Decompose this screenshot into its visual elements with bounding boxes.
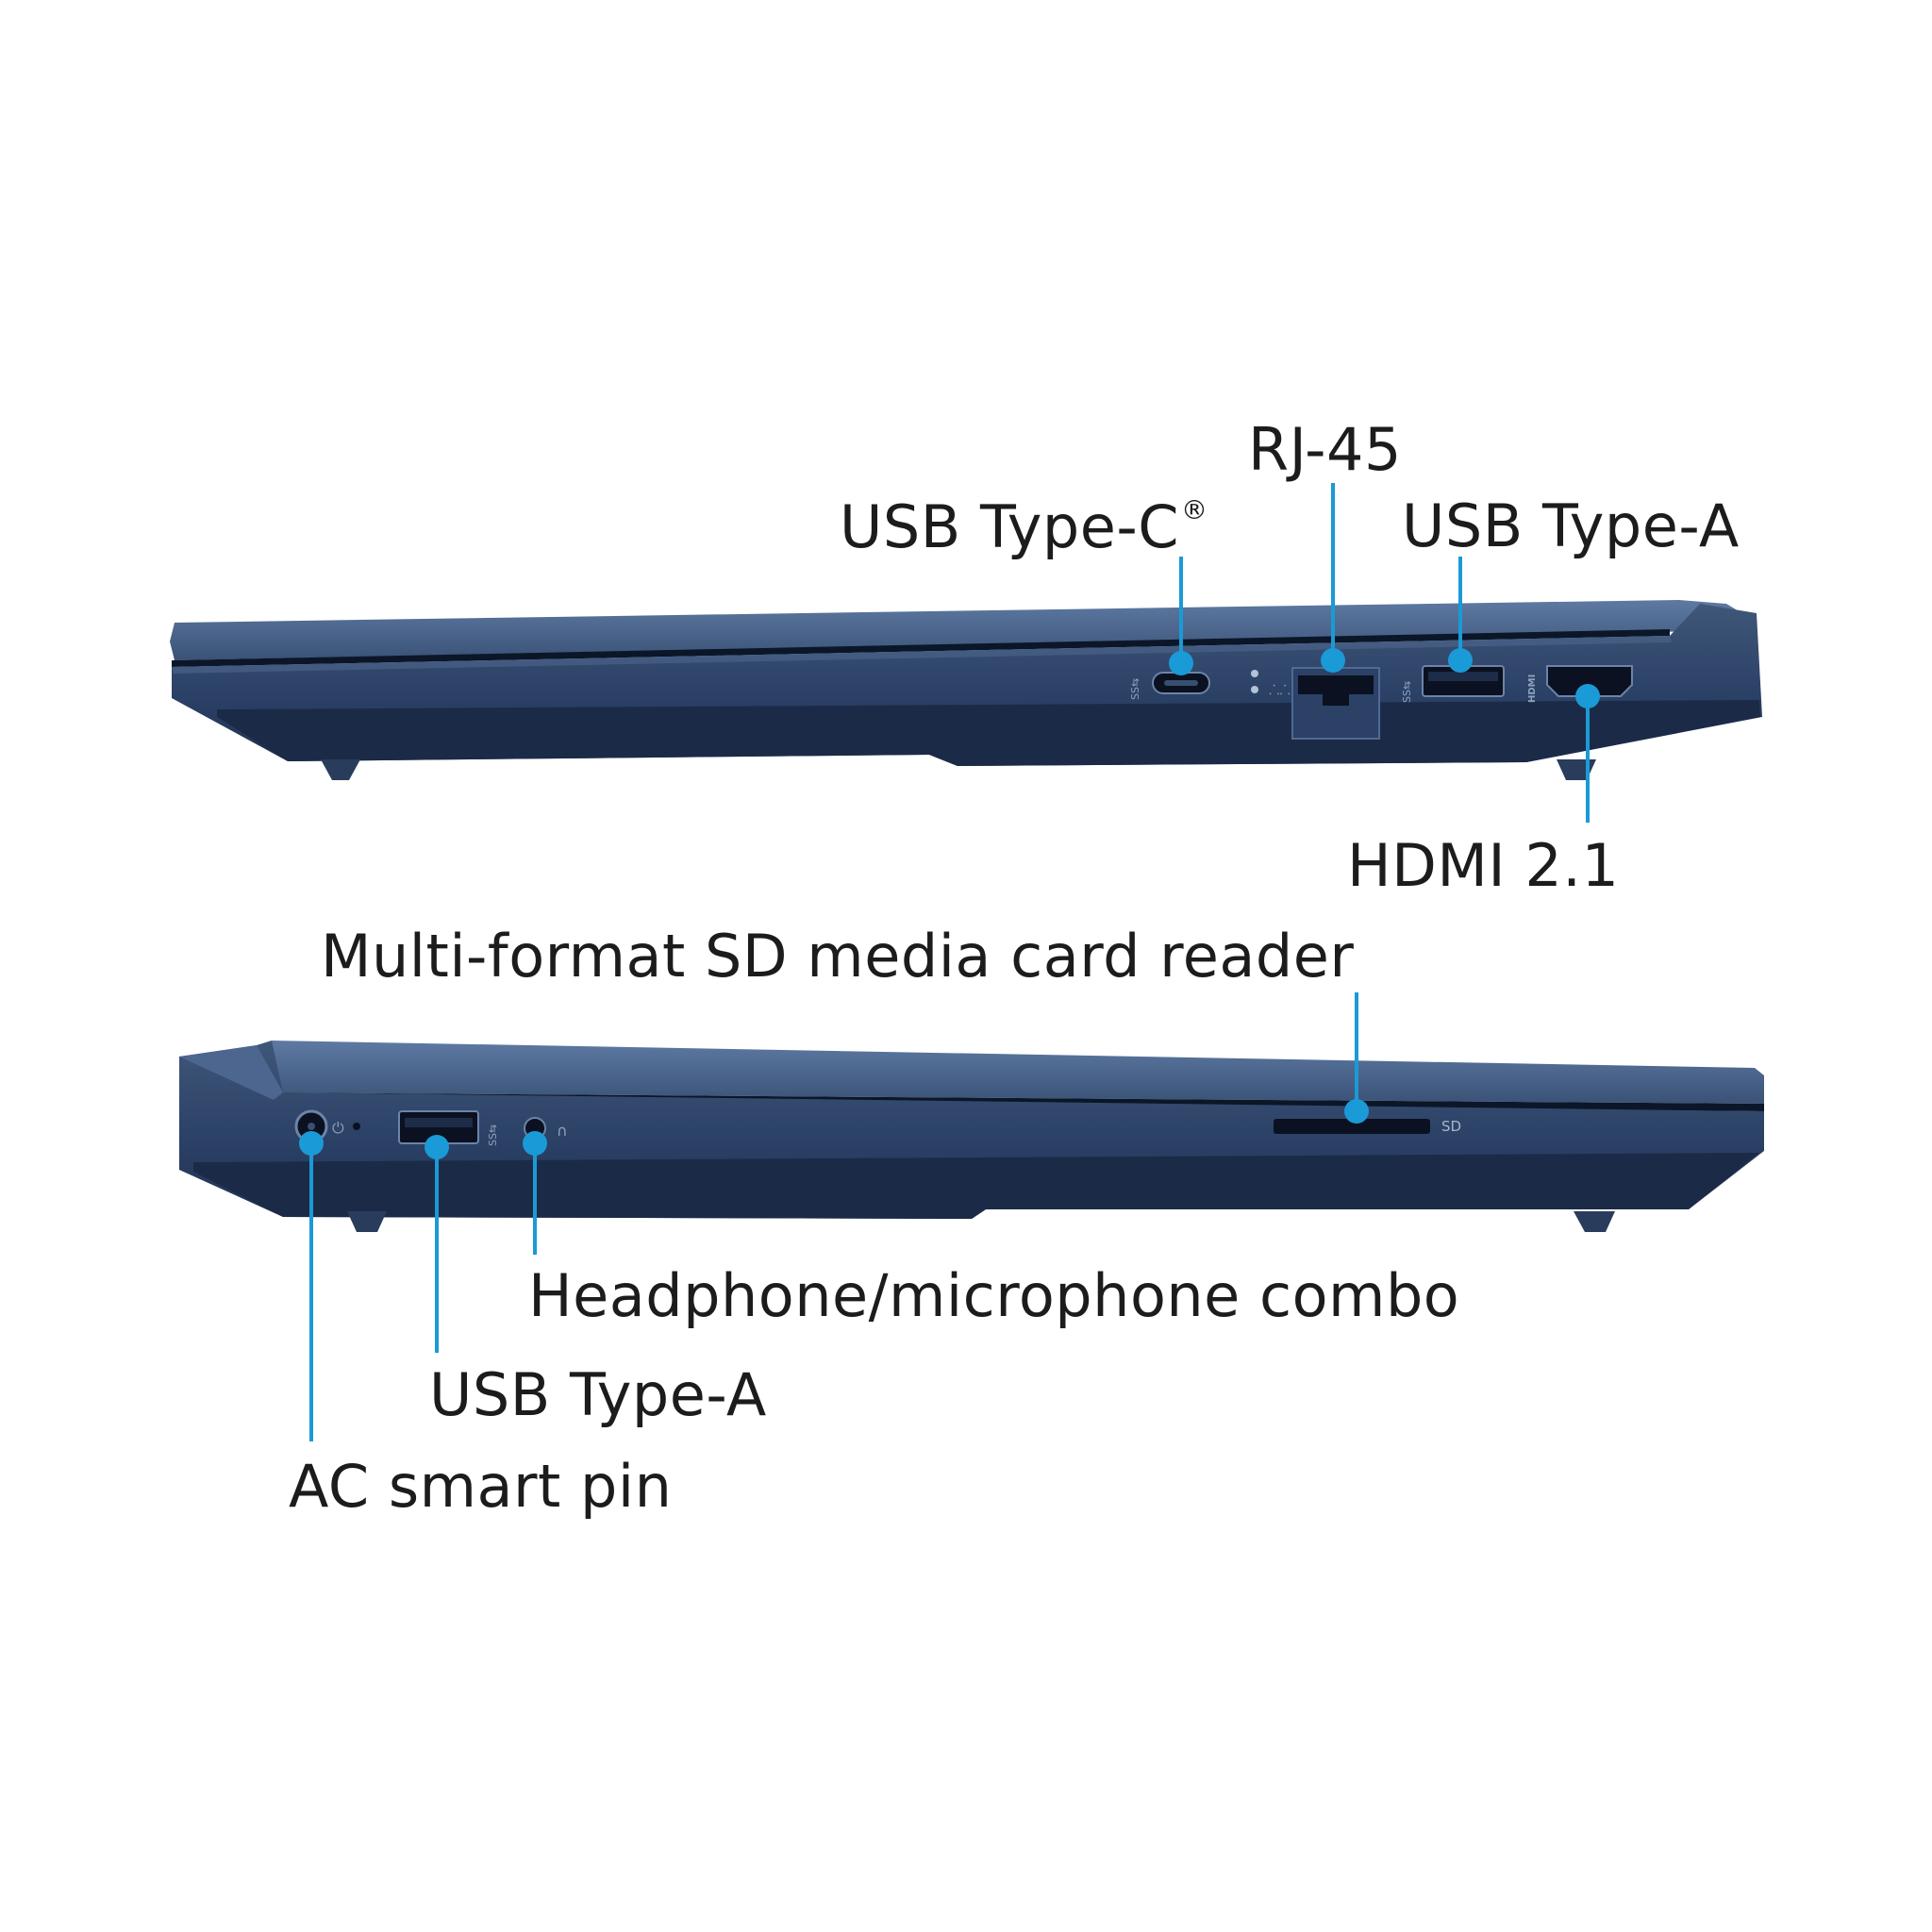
callout-usb-a-left <box>425 1135 449 1353</box>
hdmi-port <box>1546 665 1633 697</box>
sd-slot-marking: SD <box>1441 1118 1462 1135</box>
usb-c-port <box>1152 672 1210 694</box>
foot <box>1574 1211 1615 1232</box>
label-hdmi: HDMI 2.1 <box>1347 831 1620 900</box>
rj45-port <box>1291 667 1380 740</box>
registered-mark: ® <box>1181 494 1208 525</box>
foot <box>1557 759 1596 780</box>
label-usb-type-c: USB Type-C® <box>840 497 1208 557</box>
laptop-left-side <box>179 1041 1764 1232</box>
label-headphone-combo: Headphone/microphone combo <box>528 1261 1460 1330</box>
foot <box>321 759 360 780</box>
label-usb-type-a-right: USB Type-A <box>1402 491 1740 560</box>
svg-text:⏻: ⏻ <box>332 1119 344 1137</box>
laptop-lid <box>170 600 1750 660</box>
usb-a-port-left <box>398 1110 479 1144</box>
label-usb-type-a-left: USB Type-A <box>429 1360 767 1429</box>
laptop-lid <box>269 1041 1764 1104</box>
network-indicator-icon: ⸫⸫ <box>1251 670 1291 698</box>
label-rj45: RJ-45 <box>1248 415 1402 484</box>
svg-text:SS⇆: SS⇆ <box>1401 681 1413 703</box>
callout-sd-reader <box>1344 992 1369 1124</box>
usb-c-symbol-icon: SS⇆ <box>1129 678 1141 700</box>
hdmi-symbol-icon: HDMI <box>1527 675 1538 703</box>
power-indicator-icon: ⏻ <box>332 1119 360 1137</box>
callout-rj45 <box>1321 483 1345 673</box>
svg-text:SS⇆: SS⇆ <box>1129 678 1141 700</box>
svg-text:SS⇆: SS⇆ <box>487 1124 499 1146</box>
svg-text:⸫⸫: ⸫⸫ <box>1269 683 1291 698</box>
svg-text:HDMI: HDMI <box>1527 675 1538 703</box>
svg-text:∩: ∩ <box>557 1122 568 1140</box>
callout-ac-pin <box>299 1131 324 1441</box>
callout-usb-c <box>1169 557 1193 675</box>
callout-usb-a-right <box>1448 557 1473 673</box>
label-usb-type-c-text: USB Type-C <box>840 492 1180 561</box>
callout-headphone <box>523 1131 547 1255</box>
label-ac-smart-pin: AC smart pin <box>289 1452 673 1521</box>
usb-a-symbol-icon: SS⇆ <box>487 1124 499 1146</box>
foot <box>347 1211 387 1232</box>
laptop-right-side <box>170 600 1762 780</box>
sd-card-slot <box>1274 1119 1430 1134</box>
headset-icon: ∩ <box>557 1122 568 1140</box>
callout-hdmi <box>1575 684 1600 823</box>
lid-seam <box>172 629 1670 667</box>
usb-a-symbol-icon: SS⇆ <box>1401 681 1413 703</box>
label-sd-reader: Multi-format SD media card reader <box>321 922 1355 991</box>
